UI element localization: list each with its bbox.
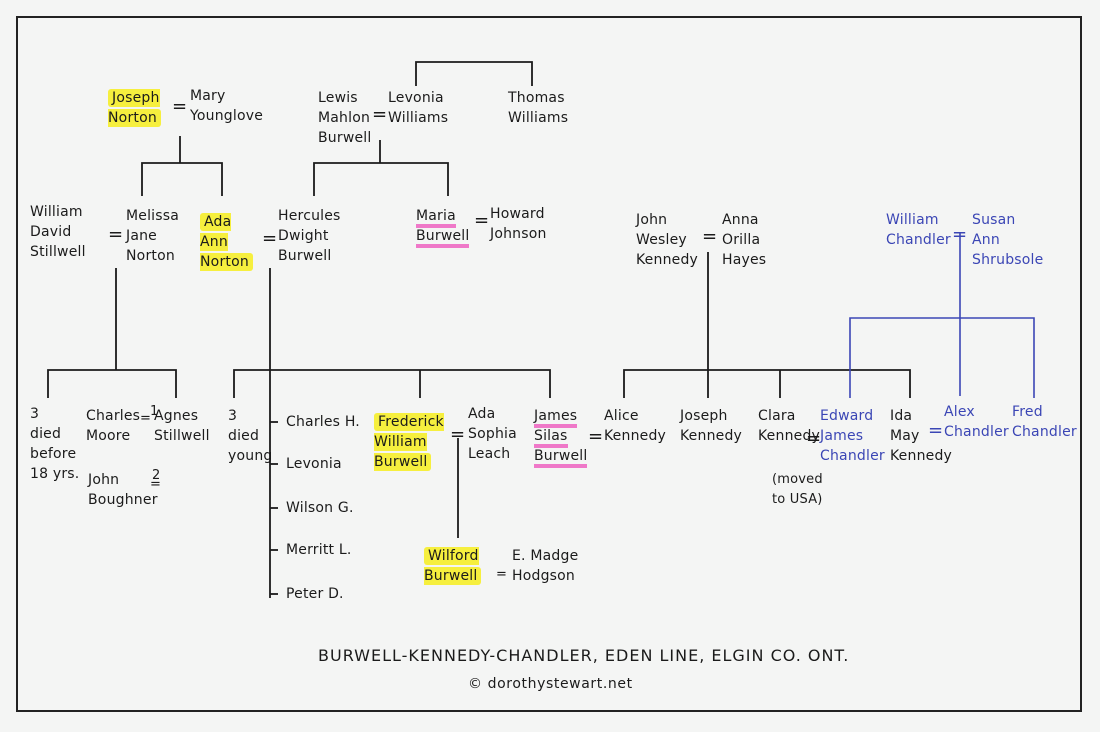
person-john-boughner: John Boughner: [88, 472, 158, 508]
sibling-line-chandler: [849, 317, 1035, 398]
person-melissa-norton: Melissa Jane Norton: [126, 208, 180, 264]
marriage-sign: =: [140, 411, 151, 426]
person-alice-kennedy: Alice Kennedy: [604, 408, 667, 444]
person-alex-chandler: Alex Chandler: [944, 404, 1009, 440]
person-joseph-kennedy: Joseph Kennedy: [680, 408, 743, 444]
marriage-sign: =: [262, 228, 278, 249]
note-three-died-young: 3 died young: [228, 408, 273, 464]
person-mary-younglove: Mary Younglove: [190, 88, 264, 124]
person-ada-leach: Ada Sophia Leach: [468, 406, 517, 462]
credit-line: © dorothystewart.net: [468, 676, 633, 692]
person-wilson-g: Wilson G.: [286, 500, 354, 516]
marriage-sign: =: [108, 224, 124, 245]
sibling-line-hercules: [233, 369, 551, 398]
person-clara-kennedy: Clara Kennedy: [758, 408, 821, 444]
person-howard-johnson: Howard Johnson: [490, 206, 547, 242]
drawing-border: [16, 16, 1082, 712]
marriage-order-first: 1: [150, 404, 159, 419]
person-ada-norton: Ada Ann Norton: [200, 212, 253, 272]
person-hercules-burwell: Hercules Dwight Burwell: [278, 208, 341, 264]
person-thomas-williams: Thomas Williams: [508, 90, 569, 126]
person-anna-hayes: Anna Orilla Hayes: [722, 212, 767, 268]
marriage-sign: =: [928, 420, 944, 441]
sibling-line-burwell: [313, 162, 449, 196]
person-madge-hodgson: E. Madge Hodgson: [512, 548, 579, 584]
person-agnes-stillwell: Agnes Stillwell: [154, 408, 210, 444]
person-peter-d: Peter D.: [286, 586, 344, 602]
marriage-sign: =: [496, 567, 507, 582]
note-moved-to-usa: (moved to USA): [772, 472, 823, 507]
person-john-kennedy: John Wesley Kennedy: [636, 212, 699, 268]
marriage-sign: =: [450, 424, 466, 445]
marriage-sign: =: [172, 96, 188, 117]
person-william-chandler: William Chandler: [886, 212, 951, 248]
sibling-line-kennedy: [623, 369, 911, 398]
marriage-order-second: 2: [152, 468, 161, 483]
marriage-sign: =: [588, 426, 604, 447]
person-fred-chandler: Fred Chandler: [1012, 404, 1077, 440]
person-merritt-l: Merritt L.: [286, 542, 352, 558]
person-edward-chandler: Edward James Chandler: [820, 408, 885, 464]
person-susan-shrubsole: Susan Ann Shrubsole: [972, 212, 1044, 268]
person-levonia: Levonia: [286, 456, 342, 472]
marriage-sign: =: [150, 477, 161, 492]
person-joseph-norton: Joseph Norton: [108, 89, 161, 127]
person-charles-moore: Charles Moore: [86, 408, 141, 444]
person-lewis-burwell: Lewis Mahlon Burwell: [318, 90, 372, 146]
note-three-died-before-18: 3 died before 18 yrs.: [30, 406, 80, 482]
sibling-line-norton: [141, 162, 223, 196]
person-frederick-burwell: Frederick William Burwell: [374, 413, 444, 471]
person-wilford-burwell: Wilford Burwell: [424, 546, 482, 586]
person-levonia-williams: Levonia Williams: [388, 90, 449, 126]
person-james-burwell: James Silas Burwell: [534, 406, 588, 468]
sibling-line-williams: [415, 61, 533, 86]
person-maria-burwell: Maria Burwell: [416, 206, 470, 248]
marriage-sign: =: [952, 224, 968, 245]
marriage-sign: =: [372, 104, 388, 125]
person-william-stillwell: William David Stillwell: [30, 204, 86, 260]
marriage-sign: =: [702, 226, 718, 247]
diagram-title: BURWELL-KENNEDY-CHANDLER, EDEN LINE, ELG…: [318, 646, 850, 665]
person-charles-h: Charles H.: [286, 414, 360, 430]
marriage-sign: =: [806, 428, 822, 449]
person-ida-kennedy: Ida May Kennedy: [890, 408, 953, 464]
marriage-sign: =: [474, 210, 490, 231]
sibling-line-stillwell: [47, 369, 177, 398]
